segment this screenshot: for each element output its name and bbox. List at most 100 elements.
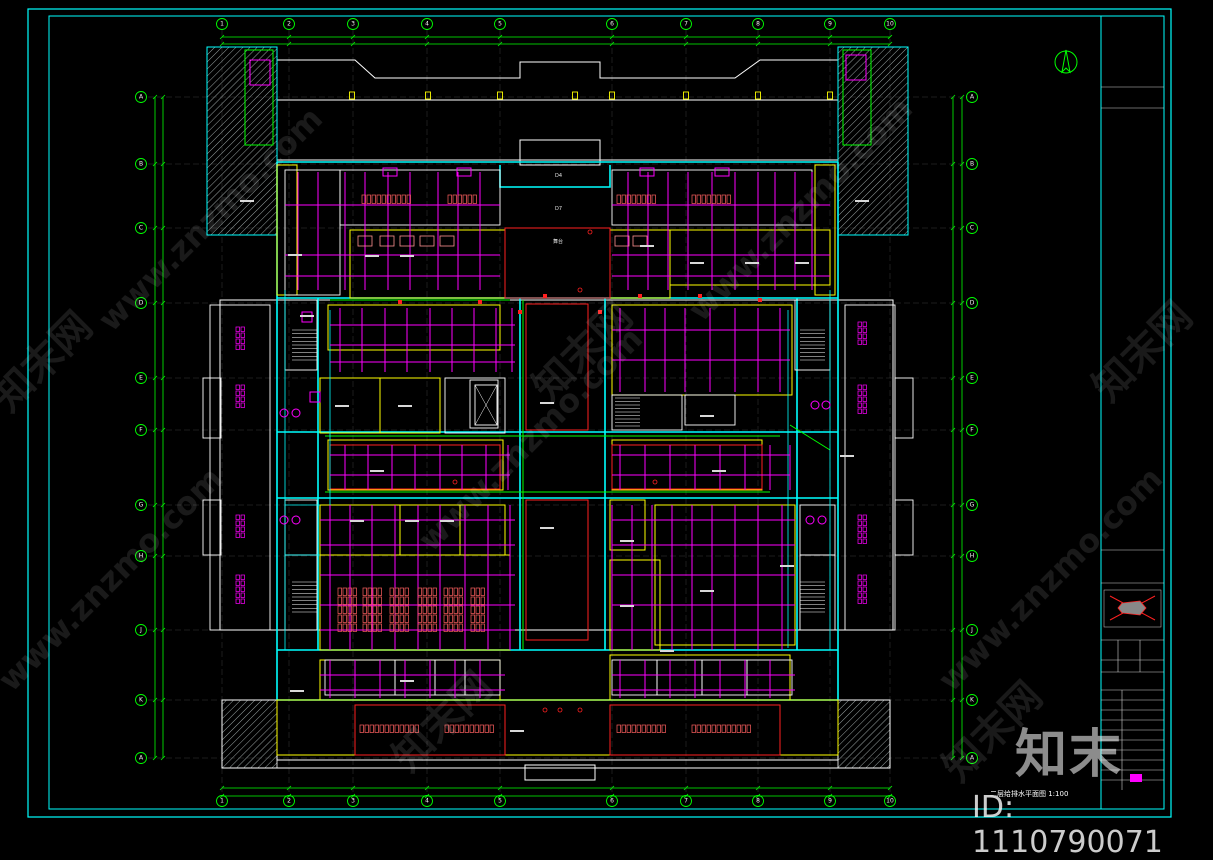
seat	[467, 194, 472, 204]
seat	[372, 596, 377, 605]
seat	[362, 605, 367, 614]
seat	[422, 614, 427, 623]
seat	[372, 587, 377, 596]
seat	[240, 520, 245, 526]
grid-bubble-label: 2	[287, 798, 291, 805]
seat	[379, 724, 384, 733]
table	[357, 235, 373, 247]
seat	[347, 587, 352, 596]
sheet-outer-frame	[27, 8, 1172, 818]
seat	[862, 538, 867, 544]
seat	[427, 587, 432, 596]
grid-bubble-label: 1	[220, 21, 224, 28]
seat	[636, 724, 641, 733]
seat	[389, 596, 394, 605]
stair-tread-lines	[292, 329, 825, 613]
seat	[384, 724, 389, 733]
key-plan-icon	[1103, 589, 1162, 628]
seat	[661, 724, 666, 733]
title-block-stamp	[1130, 774, 1142, 782]
grid-bubble-row: C	[135, 222, 147, 234]
seat	[240, 514, 245, 520]
room-label-mark	[690, 262, 704, 264]
seat	[443, 614, 448, 623]
seat	[352, 623, 357, 632]
room-label-mark	[640, 245, 654, 247]
dimension-lines	[154, 36, 963, 797]
grid-bubble-col: 1	[216, 795, 228, 807]
seat	[417, 605, 422, 614]
seat	[362, 614, 367, 623]
seat	[394, 587, 399, 596]
grid-bubble-row: E	[966, 372, 978, 384]
grid-bubble-col: 3	[347, 18, 359, 30]
seat	[240, 402, 245, 408]
grid-bubble-label: H	[139, 553, 144, 560]
seat	[691, 724, 696, 733]
grid-bubble-label: 10	[886, 798, 894, 805]
seat	[347, 596, 352, 605]
column-marker	[609, 91, 615, 100]
grid-bubble-label: G	[970, 502, 975, 509]
seat	[399, 587, 404, 596]
seat	[457, 194, 462, 204]
seat	[696, 194, 701, 204]
grid-bubble-label: H	[970, 553, 975, 560]
seat	[862, 514, 867, 520]
seat	[479, 724, 484, 733]
seat	[432, 587, 437, 596]
seat	[432, 623, 437, 632]
seat	[475, 587, 480, 596]
seat	[449, 724, 454, 733]
seat	[389, 614, 394, 623]
drain-marker	[652, 479, 658, 485]
seat	[352, 587, 357, 596]
seat	[691, 194, 696, 204]
seat	[362, 587, 367, 596]
stair-treads	[474, 384, 498, 426]
seat	[422, 596, 427, 605]
seat	[458, 605, 463, 614]
seat	[240, 574, 245, 580]
seat	[458, 596, 463, 605]
grid-bubble-row: A	[966, 91, 978, 103]
grid-bubble-label: 1	[220, 798, 224, 805]
seat	[621, 194, 626, 204]
room-label-mark	[350, 520, 364, 522]
seat	[470, 614, 475, 623]
seat	[235, 586, 240, 592]
seat	[857, 402, 862, 408]
room-label-mark	[745, 262, 759, 264]
seat	[371, 194, 376, 204]
table	[632, 235, 648, 247]
seat	[366, 194, 371, 204]
seat	[404, 623, 409, 632]
seat	[857, 333, 862, 339]
grid-bubble-col: 2	[283, 18, 295, 30]
image-id-label: ID: 1110790071	[972, 790, 1163, 860]
seat	[399, 596, 404, 605]
seat	[711, 724, 716, 733]
seat	[376, 194, 381, 204]
grid-bubble-label: A	[139, 755, 144, 762]
column-marker	[683, 91, 689, 100]
seat	[240, 396, 245, 402]
seat	[857, 327, 862, 333]
seat	[443, 605, 448, 614]
room-label-mark	[510, 730, 524, 732]
valve-marker	[478, 300, 482, 304]
dim-tick	[152, 375, 158, 381]
seat	[731, 724, 736, 733]
seat	[389, 587, 394, 596]
seat	[470, 587, 475, 596]
seat	[701, 724, 706, 733]
grid-bubble-col: 1	[216, 18, 228, 30]
table	[614, 235, 630, 247]
seat	[399, 614, 404, 623]
seat	[453, 614, 458, 623]
drain-marker	[577, 707, 583, 713]
seat	[337, 587, 342, 596]
room-label-mark	[365, 255, 379, 257]
dim-tick	[827, 34, 833, 40]
seat	[240, 598, 245, 604]
